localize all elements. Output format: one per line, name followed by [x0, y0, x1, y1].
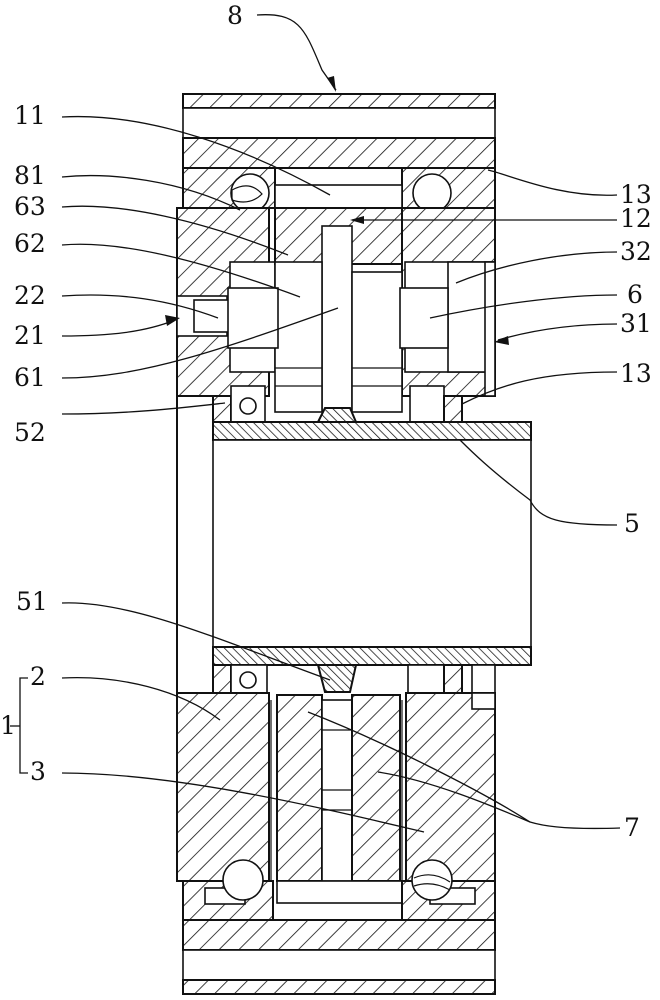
stub-22 [227, 287, 279, 349]
label-6: 6 [627, 280, 643, 309]
eccentric-shaft [227, 207, 449, 413]
housing-2 [176, 692, 270, 882]
label-52: 52 [14, 418, 46, 447]
label-12: 12 [620, 204, 652, 233]
label-13-bottom: 13 [620, 359, 652, 388]
arrow-31 [494, 336, 509, 345]
cycloid-disc-7b [351, 694, 401, 882]
ball-bearing-81 [230, 173, 270, 213]
label-81: 81 [14, 161, 46, 190]
hub-body [212, 439, 532, 648]
label-1: 1 [0, 711, 16, 740]
leader-lines [10, 14, 621, 833]
top-bearing-section [182, 167, 496, 213]
left-housing-top [176, 207, 276, 397]
arrow-8 [327, 76, 336, 92]
label-5: 5 [624, 509, 640, 538]
shaft-61 [321, 225, 353, 412]
bracket-1 [19, 677, 28, 774]
label-2: 2 [30, 662, 46, 691]
label-63: 63 [14, 192, 46, 221]
label-62: 62 [14, 229, 46, 258]
housing-3 [405, 692, 496, 882]
outer-ring-bottom [182, 919, 496, 995]
label-7: 7 [624, 813, 640, 842]
arrow-12 [350, 216, 364, 224]
label-8: 8 [227, 1, 243, 30]
label-32: 32 [620, 237, 652, 266]
label-22: 22 [14, 281, 46, 310]
hub-boss-51 [316, 664, 358, 693]
hub-bearings-top [212, 385, 463, 423]
label-31: 31 [620, 309, 652, 338]
label-13-top: 13 [620, 180, 652, 209]
eccentric-62 [274, 261, 323, 413]
label-21: 21 [14, 321, 46, 350]
arrow-21 [165, 315, 180, 326]
bottom-main-bearings [182, 859, 496, 921]
hub-flange-bottom [212, 646, 532, 666]
label-51: 51 [16, 587, 48, 616]
hub-flange-top [212, 421, 532, 441]
label-3: 3 [30, 757, 46, 786]
ball-bearing-top-right [412, 173, 452, 213]
bottom-housings [176, 692, 496, 904]
stub-6 [399, 287, 449, 349]
reference-labels: 8 11 81 63 62 22 21 61 52 13 12 32 6 31 … [0, 1, 652, 842]
outer-ring-top [182, 93, 496, 169]
label-11: 11 [14, 101, 46, 130]
label-61: 61 [14, 363, 46, 392]
cycloid-disc-7a [276, 694, 323, 882]
